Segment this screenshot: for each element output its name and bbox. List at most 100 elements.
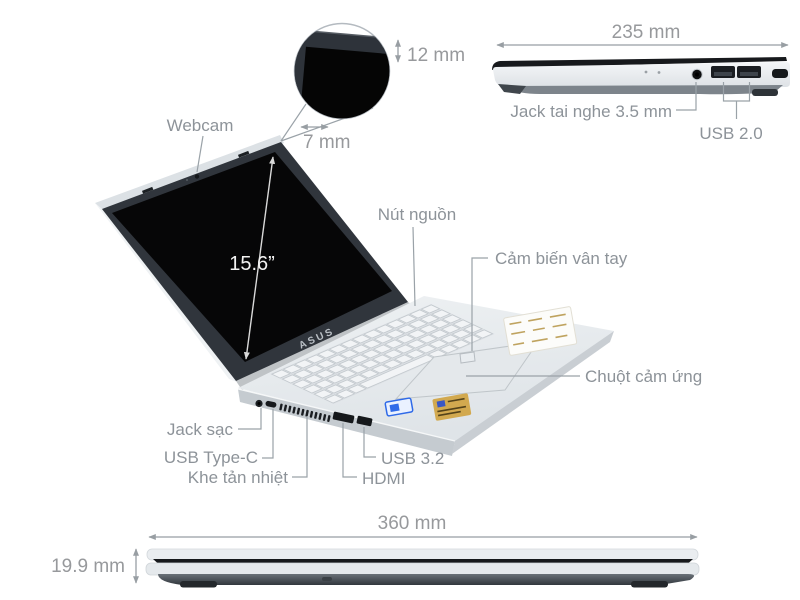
webcam-leader xyxy=(196,135,204,173)
power-leader xyxy=(412,226,416,307)
keyboard-key xyxy=(325,395,343,403)
keyboard-key xyxy=(336,390,354,398)
keyboard-key xyxy=(375,325,393,333)
front-foot-left xyxy=(180,581,217,588)
gold-sticker-chip xyxy=(436,400,446,408)
keyboard xyxy=(270,304,495,404)
usb20-bracket xyxy=(722,82,751,119)
keyboard-key xyxy=(420,325,438,333)
keyboard-key xyxy=(328,355,346,363)
keyboard-key xyxy=(464,325,482,333)
vent-slot xyxy=(279,403,283,411)
vent-slot xyxy=(305,409,309,417)
keyboard-key xyxy=(384,350,402,358)
keyboard-key xyxy=(316,370,334,378)
keyboard-key xyxy=(341,340,359,348)
keyboard-key xyxy=(272,370,290,378)
keyboard-key xyxy=(304,385,322,393)
side-underside xyxy=(505,85,783,95)
spec-sticker-text xyxy=(509,313,568,346)
webcam-label: Webcam xyxy=(167,116,234,135)
keyboard-key xyxy=(317,360,335,368)
fingerprint-leader xyxy=(471,257,488,351)
port-usb-32 xyxy=(356,415,373,427)
hdmi-leader xyxy=(342,423,357,478)
bezel-bumper-left xyxy=(141,186,154,194)
side-left-foot xyxy=(498,84,526,94)
inset-screen xyxy=(294,40,390,119)
keyboard-keys xyxy=(272,305,493,403)
audio-jack-leader xyxy=(676,82,697,111)
touchpad-label: Chuột cảm ứng xyxy=(585,367,702,386)
front-bump xyxy=(322,577,332,581)
side-led-dot-2 xyxy=(657,71,661,74)
inset-connector-left xyxy=(280,103,307,142)
bezel-bumper-right xyxy=(237,150,250,158)
keyboard-key xyxy=(374,335,392,343)
keyboard-key xyxy=(293,380,311,388)
keyboard-key xyxy=(397,325,415,333)
keyboard-key xyxy=(453,320,471,328)
keyboard-key xyxy=(314,390,332,398)
keyboard-key xyxy=(339,360,357,368)
keyboard-key xyxy=(350,365,368,373)
front-seam xyxy=(153,559,693,564)
intel-sticker xyxy=(384,397,414,417)
keyboard-key xyxy=(337,380,355,388)
dim-235mm-label: 235 mm xyxy=(612,22,681,43)
keyboard-key xyxy=(327,375,345,383)
keyboard-key xyxy=(397,335,415,343)
keyboard-key xyxy=(419,335,437,343)
audio-jack-label: Jack tai nghe 3.5 mm xyxy=(510,102,672,121)
keyboard-key xyxy=(360,370,378,378)
vent-leader xyxy=(292,416,308,478)
vent-slot xyxy=(287,405,292,413)
keyboard-key xyxy=(398,315,416,323)
vent-slot xyxy=(322,414,327,421)
keyboard-key xyxy=(340,350,358,358)
keyboard-key xyxy=(431,320,449,328)
port-charging-jack-pin xyxy=(257,402,261,405)
front-view: 360 mm 19.9 mm xyxy=(51,513,700,588)
keyboard-key xyxy=(305,365,323,373)
keyboard-key xyxy=(294,370,312,378)
keyboard-key xyxy=(409,320,427,328)
keyboard-key xyxy=(407,340,425,348)
hdmi-label: HDMI xyxy=(362,469,405,488)
keyboard-key xyxy=(385,340,403,348)
keyboard-key xyxy=(351,345,369,353)
side-right-foot xyxy=(752,89,778,96)
vent-slot xyxy=(318,413,322,420)
keyboard-key xyxy=(395,355,413,363)
side-led-dot-1 xyxy=(644,70,648,74)
side-usb-port-1-tab xyxy=(714,72,732,76)
keyboard-key xyxy=(352,335,370,343)
keyboard-key xyxy=(306,355,324,363)
gold-sticker xyxy=(432,393,472,421)
fingerprint-sensor xyxy=(459,351,476,364)
power-label: Nút nguồn xyxy=(378,205,456,224)
keyboard-key xyxy=(305,375,323,383)
keyboard-key xyxy=(451,340,469,348)
vent-slot xyxy=(327,415,331,422)
dim-12mm-label: 12 mm xyxy=(407,45,465,66)
keyboard-key xyxy=(328,365,346,373)
keyboard-key xyxy=(441,335,459,343)
side-usb-port-2-tab xyxy=(740,72,758,76)
key-spacebar xyxy=(359,355,435,388)
vent-label: Khe tản nhiệt xyxy=(188,468,288,487)
screen-size-label: 15.6” xyxy=(229,253,275,275)
keyboard-key xyxy=(362,350,380,358)
keyboard-key xyxy=(361,360,379,368)
port-usb-c xyxy=(265,400,277,408)
front-lid xyxy=(146,548,699,561)
vent-slot xyxy=(301,408,305,416)
front-underside xyxy=(158,574,695,585)
keyboard-key xyxy=(363,340,381,348)
keyboard-key xyxy=(432,310,450,318)
side-lid-edge xyxy=(492,57,787,70)
vent-slot xyxy=(314,411,318,419)
keyboard-key xyxy=(374,345,392,353)
dim-360mm-label: 360 mm xyxy=(378,513,447,534)
